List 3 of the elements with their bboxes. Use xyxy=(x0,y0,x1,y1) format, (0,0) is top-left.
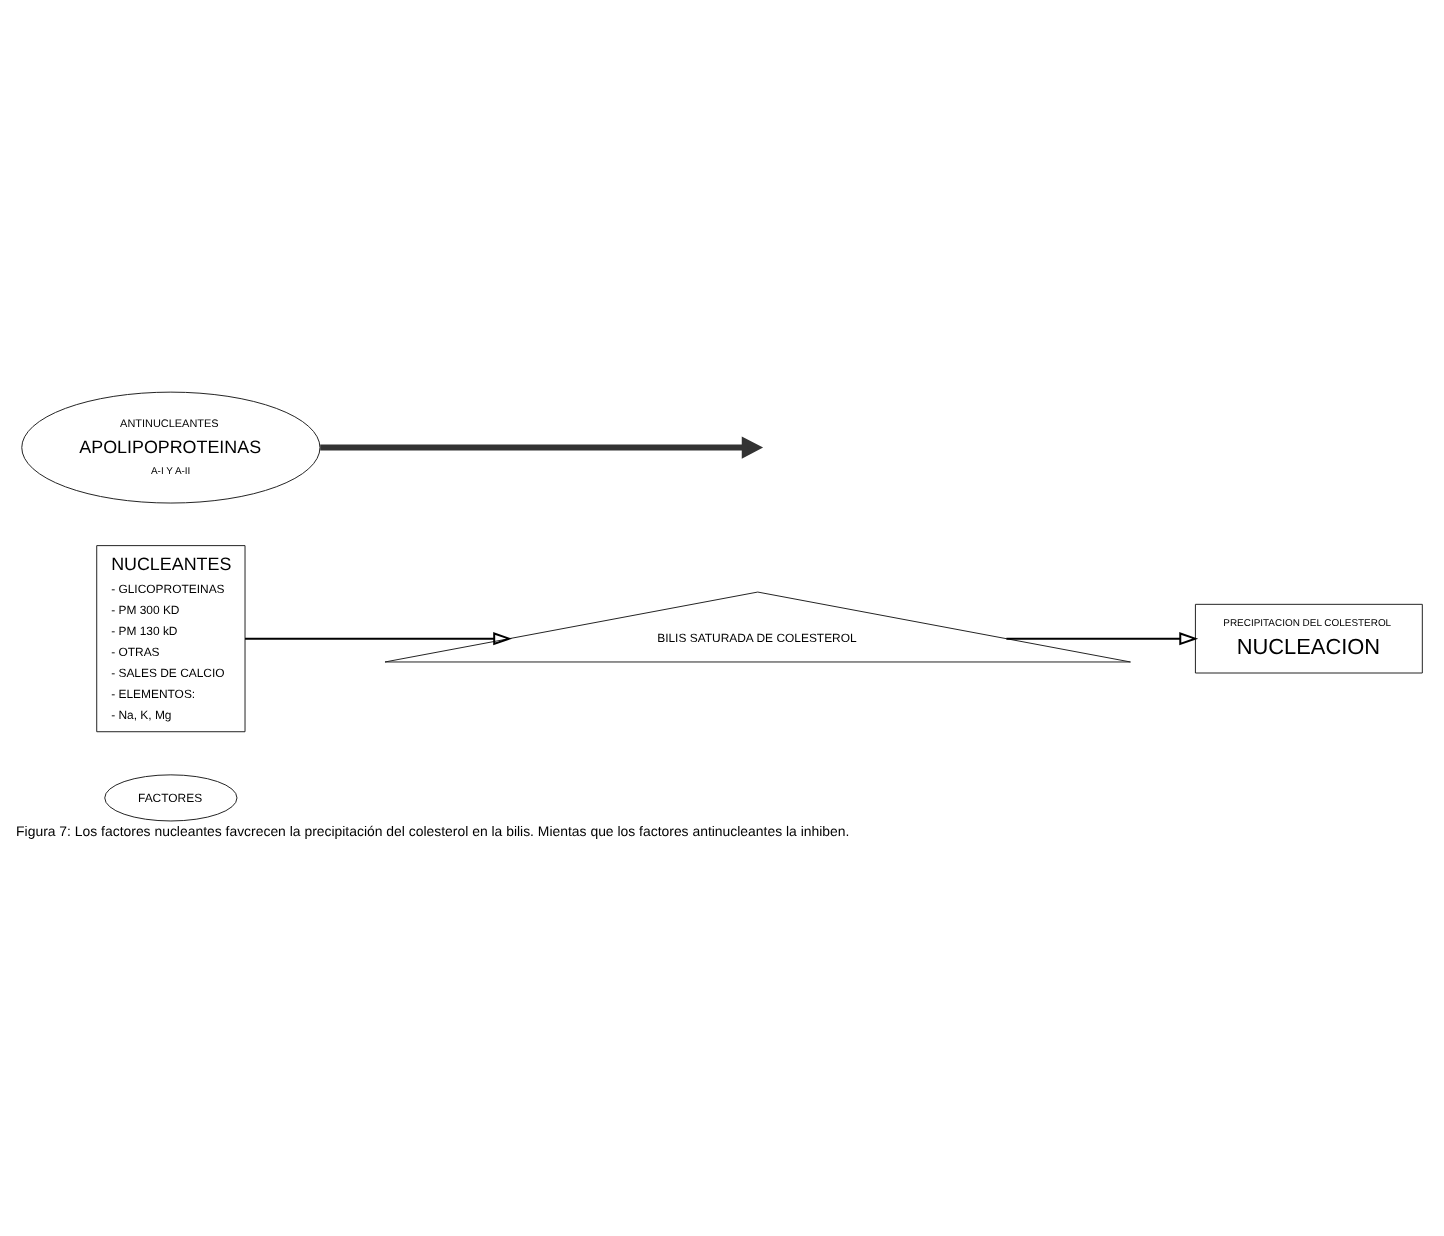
arrow xyxy=(1005,632,1199,646)
arrow xyxy=(320,436,764,459)
arrow xyxy=(244,632,513,646)
